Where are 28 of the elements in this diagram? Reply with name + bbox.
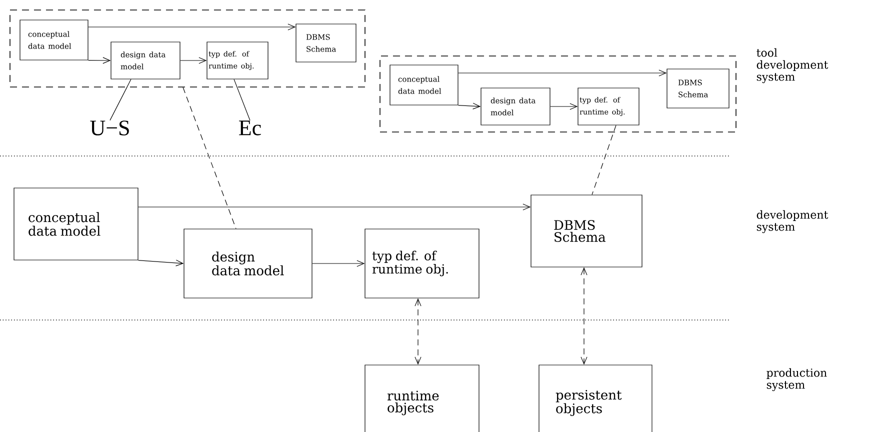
process-box: DBMS Schema xyxy=(530,194,642,268)
arrow xyxy=(138,204,531,210)
process-box: design data model xyxy=(184,228,312,298)
arrow xyxy=(458,70,667,76)
group-box xyxy=(380,56,736,132)
arrow xyxy=(138,260,184,266)
callout-label: U−S xyxy=(90,120,129,136)
level-label: development system xyxy=(756,210,828,234)
level-label: tool development system xyxy=(756,48,828,84)
process-box: persistent objects xyxy=(538,364,652,432)
connector-line xyxy=(110,79,132,121)
process-box: conceptual data model xyxy=(14,188,138,260)
arrow xyxy=(458,102,481,110)
connector-line xyxy=(234,79,250,121)
arrow xyxy=(550,103,578,110)
arrow xyxy=(580,267,588,365)
arrow xyxy=(88,57,111,64)
callout-label: Ec xyxy=(239,120,261,136)
arrow xyxy=(88,24,296,30)
level-label: production system xyxy=(766,368,827,392)
arrow xyxy=(180,57,207,64)
process-box: typ def. of runtime obj. xyxy=(364,228,480,298)
process-box: runtime objects xyxy=(364,364,480,432)
group-box xyxy=(10,10,366,88)
arrow xyxy=(312,260,365,267)
connector-line xyxy=(592,125,616,195)
arrow xyxy=(414,298,422,365)
connector-line xyxy=(182,87,236,229)
